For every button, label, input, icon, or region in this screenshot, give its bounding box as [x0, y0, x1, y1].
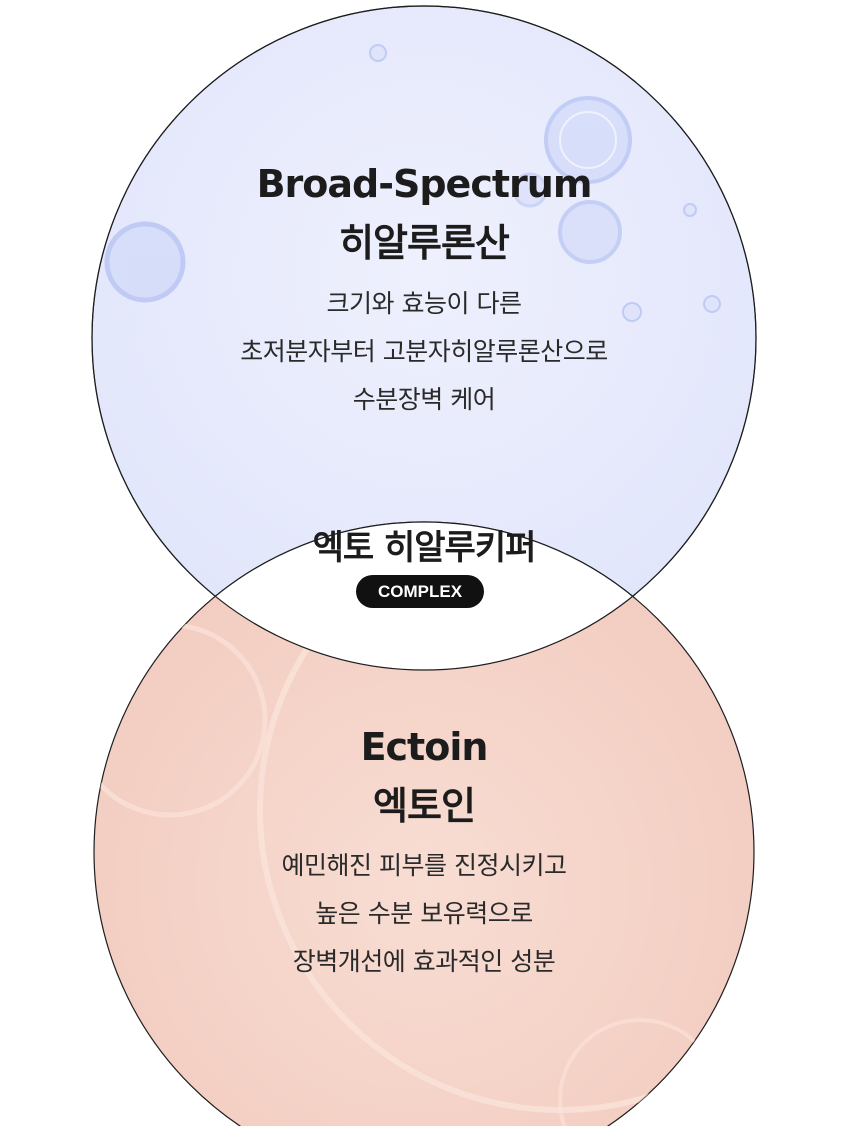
- top-description-line: 수분장벽 케어: [352, 385, 496, 414]
- top-description-line: 초저분자부터 고분자히알루론산으로: [240, 337, 608, 366]
- bubble-decoration: [104, 44, 721, 322]
- bottom-description: 예민해진 피부를 진정시키고 높은 수분 보유력으로 장벽개선에 효과적인 성분: [0, 842, 848, 986]
- top-title-ko: 히알루론산: [339, 221, 510, 265]
- bottom-title-en: Ectoin: [360, 725, 489, 769]
- top-description-line: 크기와 효능이 다른: [326, 289, 522, 318]
- intersection-area: [93, 521, 755, 670]
- bottom-description-line: 예민해진 피부를 진정시키고: [281, 851, 567, 880]
- top-title-en: Broad-Spectrum: [256, 162, 593, 206]
- complex-badge: COMPLEX: [356, 575, 484, 608]
- bottom-title-ko: 엑토인: [373, 784, 476, 828]
- center-title: 엑토 히알루키퍼: [312, 528, 537, 568]
- bottom-description-line: 높은 수분 보유력으로: [315, 899, 533, 928]
- bottom-description-line: 장벽개선에 효과적인 성분: [292, 947, 556, 976]
- top-description: 크기와 효능이 다른 초저분자부터 고분자히알루론산으로 수분장벽 케어: [0, 280, 848, 424]
